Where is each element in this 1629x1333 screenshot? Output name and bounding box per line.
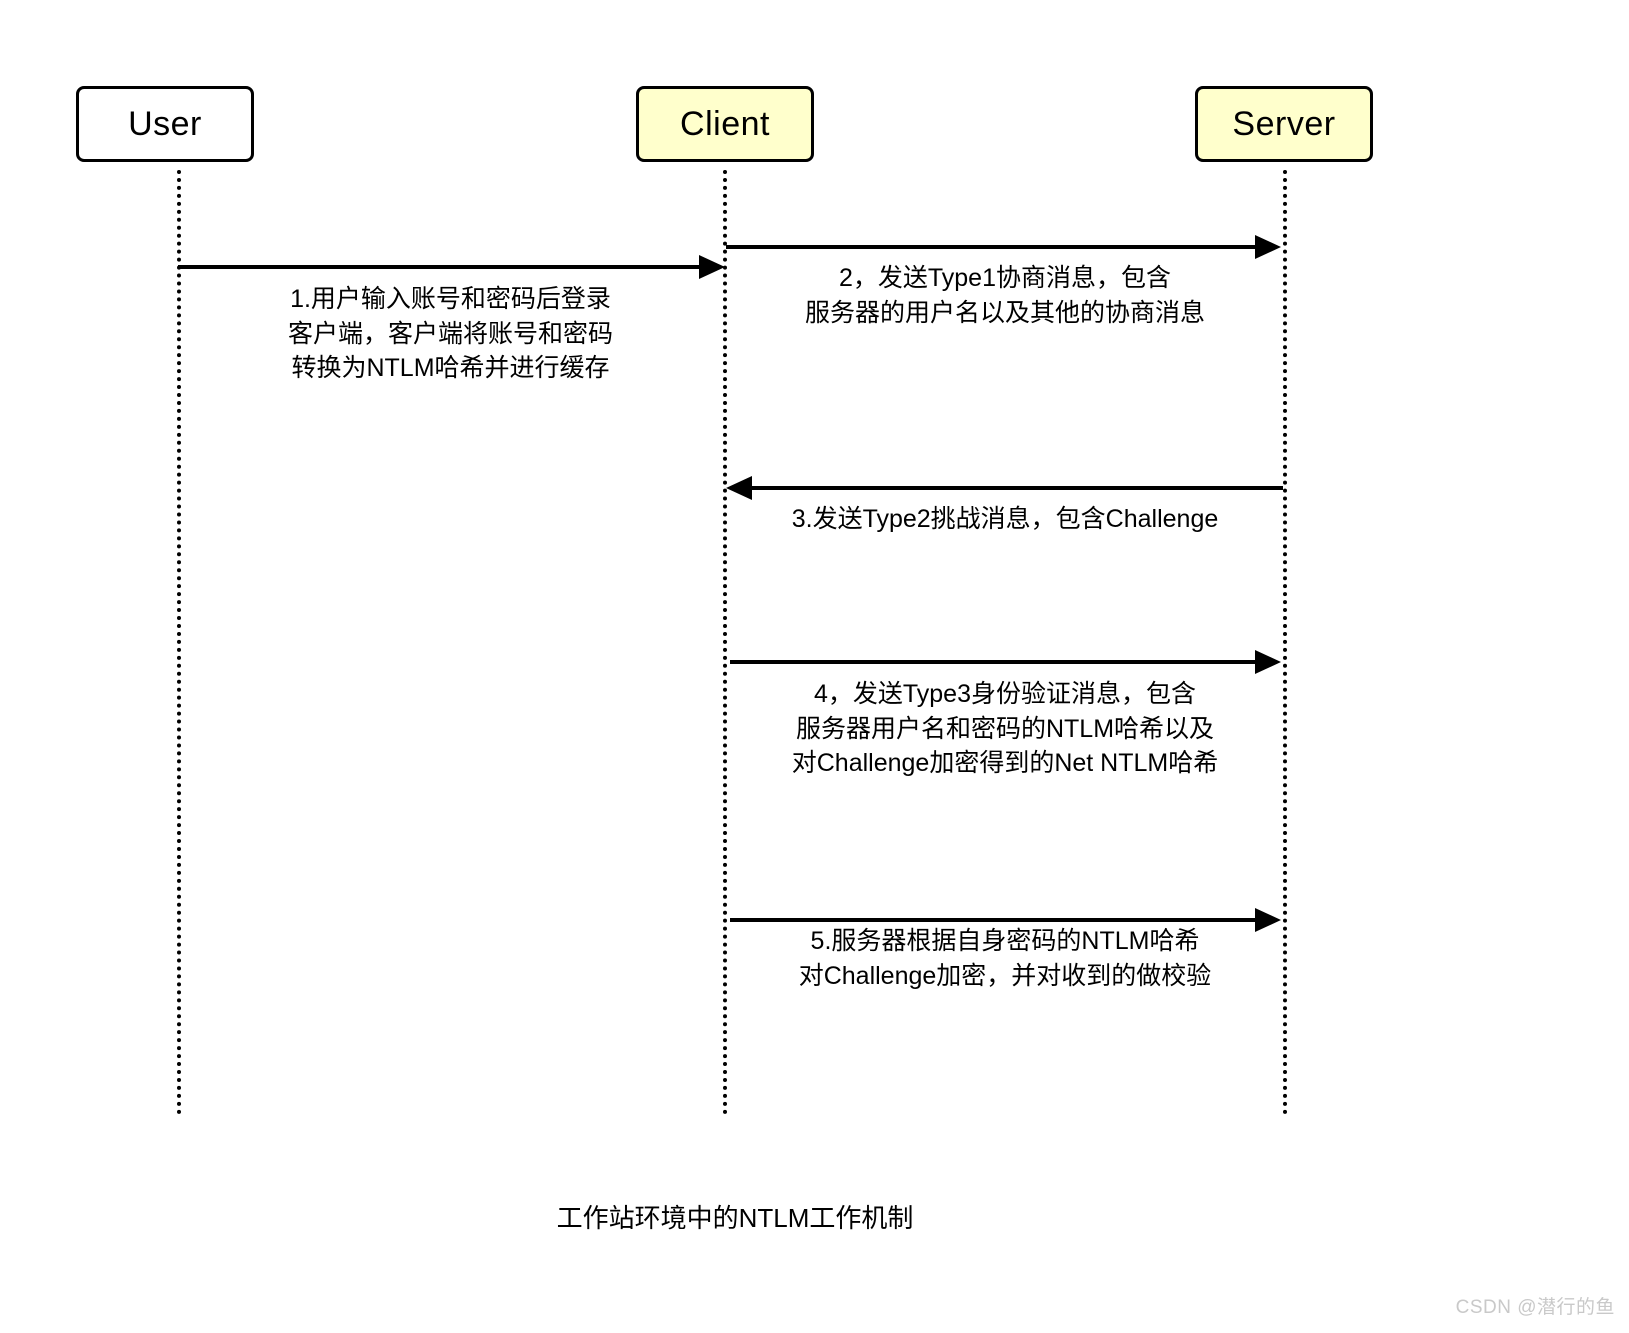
message-label-5: 5.服务器根据自身密码的NTLM哈希 对Challenge加密，并对收到的做校验 — [798, 927, 1212, 990]
arrow-head-right-icon-5 — [1255, 908, 1281, 932]
message-line-5 — [730, 918, 1257, 922]
arrow-head-right-icon-4 — [1255, 650, 1281, 674]
lifeline-client — [723, 170, 727, 1115]
arrow-head-right-icon-2 — [1255, 235, 1281, 259]
message-label-2: 2，发送Type1协商消息，包含 服务器的用户名以及其他的协商消息 — [804, 264, 1205, 327]
participant-label-user: User — [128, 105, 202, 143]
lifeline-server — [1283, 170, 1287, 1115]
message-label-1: 1.用户输入账号和密码后登录 客户端，客户端将账号和密码 转换为NTLM哈希并进… — [287, 285, 613, 382]
participant-box-user: User — [76, 86, 254, 162]
arrow-head-left-icon-3 — [726, 476, 752, 500]
lifeline-user — [177, 170, 181, 1115]
message-line-4 — [730, 660, 1257, 664]
csdn-watermark: CSDN @潜行的鱼 — [1455, 1297, 1615, 1318]
message-label-4: 4，发送Type3身份验证消息，包含 服务器用户名和密码的NTLM哈希以及 对C… — [791, 680, 1219, 777]
message-label-3: 3.发送Type2挑战消息，包含Challenge — [791, 505, 1219, 533]
diagram-caption: 工作站环境中的NTLM工作机制 — [556, 1203, 914, 1233]
participant-box-client: Client — [636, 86, 814, 162]
message-line-1 — [178, 265, 703, 269]
arrow-head-right-icon-1 — [699, 255, 725, 279]
participant-label-server: Server — [1232, 105, 1336, 143]
message-line-2 — [726, 245, 1257, 249]
participant-label-client: Client — [680, 105, 770, 143]
participant-box-server: Server — [1195, 86, 1373, 162]
message-line-3 — [752, 486, 1283, 490]
